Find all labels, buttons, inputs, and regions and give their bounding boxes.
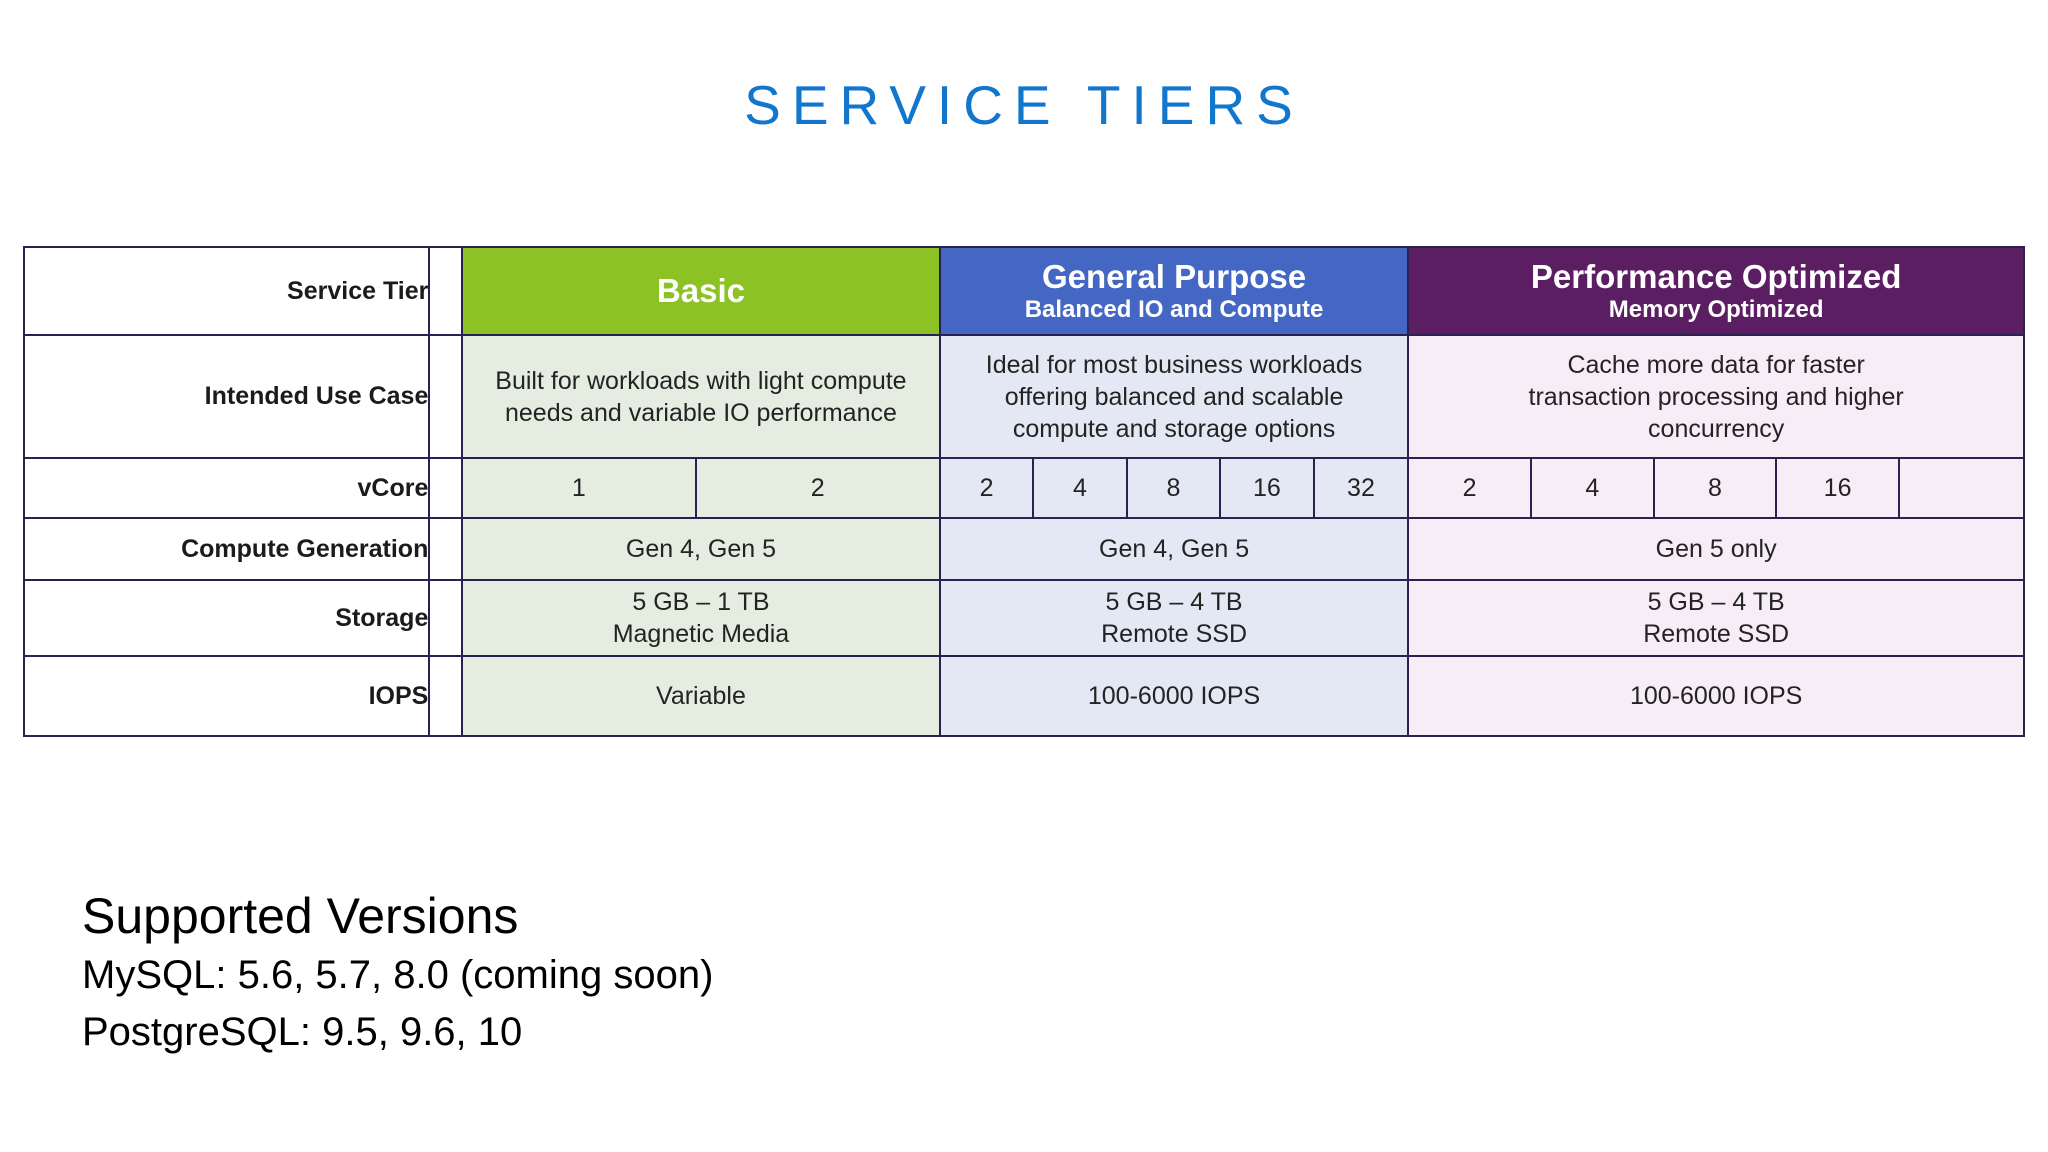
table-row-vcore: vCore 1 2 2 4 8 16 32 2 4 8 16 bbox=[22, 457, 2026, 519]
vcore-basic-2: 2 bbox=[694, 457, 941, 519]
vcore-general-purpose-2: 4 bbox=[1032, 457, 1128, 519]
table-row-service-tier: Service Tier Basic General Purpose Balan… bbox=[22, 246, 2025, 336]
tier-name-basic: Basic bbox=[656, 271, 745, 309]
iops-general-purpose: 100-6000 IOPS bbox=[938, 655, 1410, 737]
row-label-service-tier: Service Tier bbox=[22, 246, 431, 336]
vcore-performance-optimized-1: 2 bbox=[1407, 457, 1532, 519]
compute-generation-basic: Gen 4, Gen 5 bbox=[461, 517, 941, 581]
row-label-iops: IOPS bbox=[22, 655, 431, 737]
storage-basic-line2: Magnetic Media bbox=[612, 620, 790, 648]
gutter-cell bbox=[428, 517, 464, 581]
vcore-general-purpose-3: 8 bbox=[1125, 457, 1222, 519]
row-label-intended-use-case: Intended Use Case bbox=[22, 334, 431, 459]
vcore-general-purpose-1: 2 bbox=[938, 457, 1035, 519]
gutter-cell bbox=[428, 334, 464, 459]
storage-performance-optimized: 5 GB – 4 TB Remote SSD bbox=[1407, 579, 2025, 657]
row-label-compute-generation: Compute Generation bbox=[22, 517, 431, 581]
storage-general-purpose-line1: 5 GB – 4 TB bbox=[1105, 588, 1243, 616]
row-label-vcore: vCore bbox=[22, 457, 431, 519]
use-case-performance-optimized: Cache more data for faster transaction p… bbox=[1407, 334, 2025, 459]
use-case-general-purpose-line3: compute and storage options bbox=[1012, 414, 1336, 443]
tier-header-general-purpose: General Purpose Balanced IO and Compute bbox=[938, 246, 1410, 336]
use-case-performance-optimized-line2: transaction processing and higher bbox=[1528, 382, 1904, 411]
table-row-compute-generation: Compute Generation Gen 4, Gen 5 Gen 4, G… bbox=[22, 517, 2025, 581]
storage-basic-line1: 5 GB – 1 TB bbox=[632, 588, 770, 616]
storage-general-purpose-line2: Remote SSD bbox=[1101, 620, 1247, 648]
tier-name-general-purpose: General Purpose bbox=[1042, 257, 1307, 295]
tier-name-performance-optimized: Performance Optimized bbox=[1530, 257, 1902, 295]
vcore-performance-optimized-2: 4 bbox=[1529, 457, 1655, 519]
gutter-cell bbox=[428, 457, 464, 519]
table-row-intended-use-case: Intended Use Case Built for workloads wi… bbox=[22, 334, 2025, 459]
use-case-general-purpose-line1: Ideal for most business workloads bbox=[985, 350, 1363, 379]
iops-basic: Variable bbox=[461, 655, 941, 737]
tier-subtitle-performance-optimized: Memory Optimized bbox=[1608, 295, 1824, 323]
table-row-storage: Storage 5 GB – 1 TB Magnetic Media 5 GB … bbox=[22, 579, 2025, 657]
iops-performance-optimized: 100-6000 IOPS bbox=[1407, 655, 2025, 737]
gutter-cell bbox=[428, 579, 464, 657]
compute-generation-performance-optimized: Gen 5 only bbox=[1407, 517, 2025, 581]
service-tiers-table: Service Tier Basic General Purpose Balan… bbox=[22, 246, 2026, 737]
tier-header-basic: Basic bbox=[461, 246, 941, 336]
vcore-general-purpose-5: 32 bbox=[1312, 457, 1410, 519]
vcore-general-purpose-4: 16 bbox=[1219, 457, 1315, 519]
supported-versions-section: Supported Versions MySQL: 5.6, 5.7, 8.0 … bbox=[82, 888, 713, 1058]
use-case-basic-line1: Built for workloads with light compute bbox=[495, 366, 907, 395]
use-case-performance-optimized-line1: Cache more data for faster bbox=[1567, 350, 1865, 379]
tier-subtitle-general-purpose: Balanced IO and Compute bbox=[1024, 295, 1324, 323]
gutter-cell bbox=[428, 655, 464, 737]
storage-general-purpose: 5 GB – 4 TB Remote SSD bbox=[938, 579, 1410, 657]
use-case-performance-optimized-line3: concurrency bbox=[1648, 414, 1785, 443]
storage-basic: 5 GB – 1 TB Magnetic Media bbox=[461, 579, 941, 657]
use-case-general-purpose: Ideal for most business workloads offeri… bbox=[938, 334, 1410, 459]
vcore-performance-optimized-4: 16 bbox=[1775, 457, 1900, 519]
supported-versions-heading: Supported Versions bbox=[82, 888, 519, 944]
use-case-basic-line2: needs and variable IO performance bbox=[504, 398, 897, 427]
storage-performance-optimized-line1: 5 GB – 4 TB bbox=[1647, 588, 1785, 616]
gutter-cell bbox=[428, 246, 464, 336]
compute-generation-general-purpose: Gen 4, Gen 5 bbox=[938, 517, 1410, 581]
use-case-basic: Built for workloads with light compute n… bbox=[461, 334, 941, 459]
row-label-storage: Storage bbox=[22, 579, 431, 657]
page-title: SERVICE TIERS bbox=[744, 74, 1304, 136]
storage-performance-optimized-line2: Remote SSD bbox=[1643, 620, 1790, 648]
vcore-performance-optimized-5 bbox=[1897, 457, 2026, 519]
vcore-performance-optimized-3: 8 bbox=[1652, 457, 1778, 519]
use-case-general-purpose-line2: offering balanced and scalable bbox=[1004, 382, 1344, 411]
table-row-iops: IOPS Variable 100-6000 IOPS 100-6000 IOP… bbox=[22, 655, 2025, 737]
supported-versions-postgresql: PostgreSQL: 9.5, 9.6, 10 bbox=[82, 1010, 523, 1055]
vcore-basic-1: 1 bbox=[461, 457, 697, 519]
supported-versions-mysql: MySQL: 5.6, 5.7, 8.0 (coming soon) bbox=[82, 953, 714, 997]
tier-header-performance-optimized: Performance Optimized Memory Optimized bbox=[1407, 246, 2025, 336]
